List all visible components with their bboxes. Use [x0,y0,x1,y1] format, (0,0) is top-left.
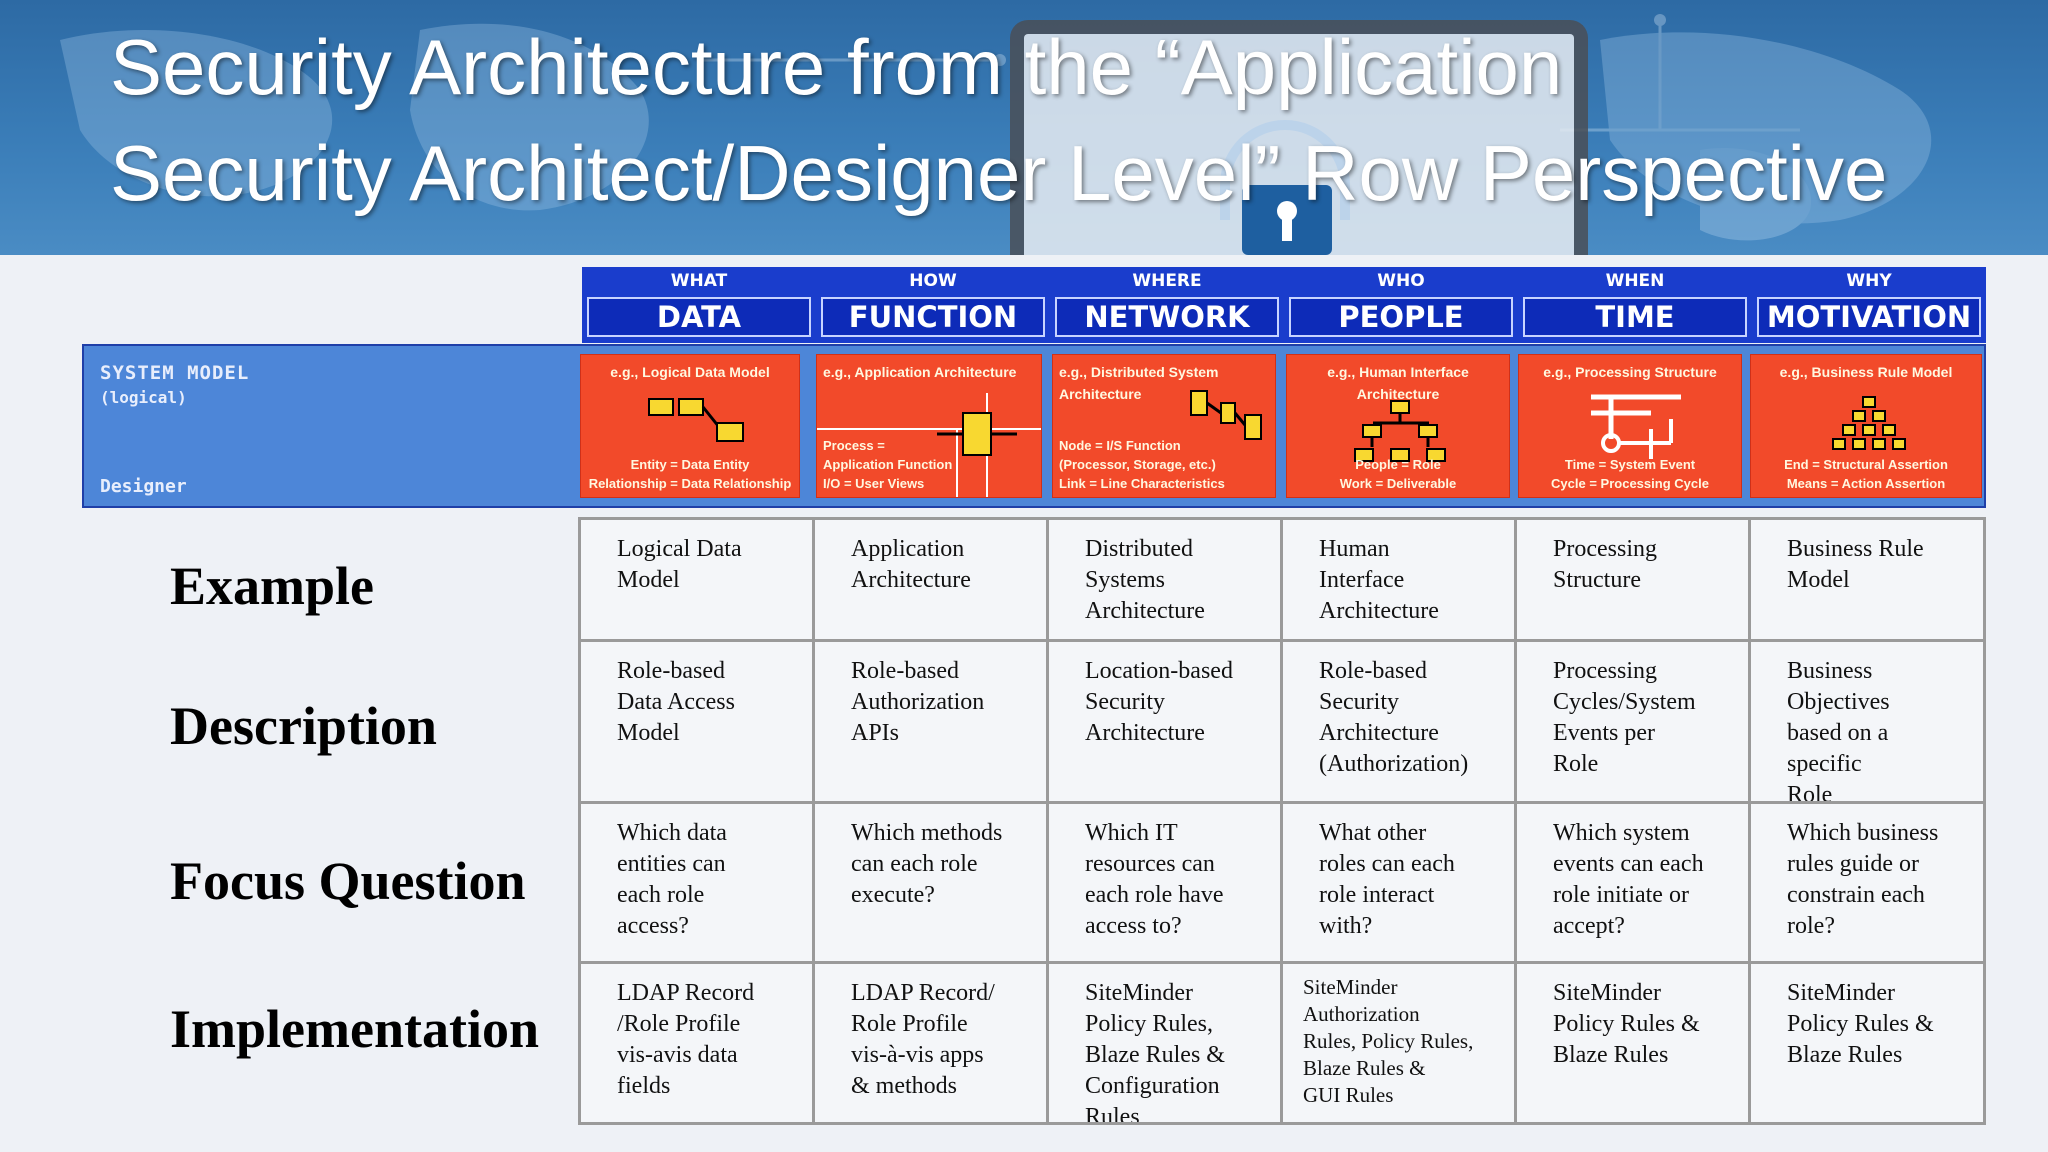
table-cell: Which IT resources can each role have ac… [1049,804,1283,964]
slide-title: Security Architecture from the “Applicat… [110,14,2030,226]
row-label-implementation: Implementation [170,999,539,1059]
zachman-cell-network: e.g., Distributed System Architecture No… [1052,354,1276,498]
architecture-table: Logical Data Model Application Architect… [578,517,1986,1125]
network-nodes-icon [1190,390,1262,440]
row-label-example: Example [170,556,375,616]
cell-definition: Node = I/S Function (Processor, Storage,… [1059,438,1225,491]
title-banner: Security Architecture from the “Applicat… [0,0,2048,255]
cell-example: e.g., Human Interface Architecture [1327,364,1469,402]
table-cell: LDAP Record /Role Profile vis-avis data … [581,964,815,1122]
cell-definition: End = Structural Assertion Means = Actio… [1784,457,1948,491]
table-cell: Processing Structure [1517,520,1751,642]
org-chart-icon [1354,400,1446,462]
table-cell: Application Architecture [815,520,1049,642]
column-question: WHAT [670,271,728,291]
lock-shackle [1220,120,1350,220]
zachman-column-header: WHAT DATA HOW FUNCTION WHERE NETWORK WHO… [582,267,1986,343]
table-cell: Location-based Security Architecture [1049,642,1283,804]
table-cell: Which data entities can each role access… [581,804,815,964]
column-question: WHO [1377,271,1425,291]
slide-title-line-1: Security Architecture from the “Applicat… [110,23,1563,111]
column-header-when: WHEN TIME [1518,267,1752,343]
lock-icon [1242,185,1332,255]
row-title: SYSTEM MODEL [100,362,250,384]
column-header-why: WHY MOTIVATION [1752,267,1986,343]
column-aspect: PEOPLE [1289,297,1513,337]
column-question: WHY [1846,271,1892,291]
cell-definition: Process = Application Function I/O = Use… [823,438,953,491]
cell-example: e.g., Application Architecture [823,364,1017,380]
column-aspect: FUNCTION [821,297,1045,337]
table-cell: Role-based Authorization APIs [815,642,1049,804]
column-header-how: HOW FUNCTION [816,267,1050,343]
zachman-cell-data: e.g., Logical Data Model Entity = Data E… [580,354,800,498]
rule-pyramid-icon [1832,396,1906,450]
column-header-who: WHO PEOPLE [1284,267,1518,343]
cell-example: e.g., Logical Data Model [610,364,770,380]
entity-diagram-icon [648,398,744,442]
cell-example: e.g., Processing Structure [1543,364,1717,380]
table-cell: Human Interface Architecture [1283,520,1517,642]
row-subtitle: (logical) [100,388,187,407]
table-cell: Which business rules guide or constrain … [1751,804,1983,964]
column-question: WHEN [1605,271,1665,291]
table-cell: Processing Cycles/System Events per Role [1517,642,1751,804]
table-cell: Role-based Security Architecture (Author… [1283,642,1517,804]
zachman-cell-people: e.g., Human Interface Architecture Peopl… [1286,354,1510,498]
column-aspect: MOTIVATION [1757,297,1981,337]
table-cell: Which methods can each role execute? [815,804,1049,964]
process-flow-icon [817,393,1041,497]
processing-structure-icon [1591,394,1681,459]
zachman-cell-time: e.g., Processing Structure Time = System… [1518,354,1742,498]
table-cell: LDAP Record/ Role Profile vis-à-vis apps… [815,964,1049,1122]
slide-title-line-2: Security Architect/Designer Level” Row P… [110,129,1888,217]
table-cell: SiteMinder Authorization Rules, Policy R… [1283,964,1517,1122]
table-cell: SiteMinder Policy Rules, Blaze Rules & C… [1049,964,1283,1122]
world-map-background [60,14,1932,241]
zachman-cell-motivation: e.g., Business Rule Model End = Structur… [1750,354,1982,498]
table-cell: Logical Data Model [581,520,815,642]
table-cell: Which system events can each role initia… [1517,804,1751,964]
row-label-description: Description [170,696,437,756]
table-cell: What other roles can each role interact … [1283,804,1517,964]
row-label-focus-question: Focus Question [170,851,526,911]
column-header-where: WHERE NETWORK [1050,267,1284,343]
column-question: HOW [909,271,957,291]
table-cell: Business Objectives based on a specific … [1751,642,1983,804]
table-cell: Business Rule Model [1751,520,1983,642]
table-cell: SiteMinder Policy Rules & Blaze Rules [1787,980,1934,1068]
cell-definition: Entity = Data Entity Relationship = Data… [588,457,792,491]
table-cell: Distributed Systems Architecture [1049,520,1283,642]
cell-example: e.g., Distributed System Architecture [1059,364,1219,402]
table-cell: Role-based Data Access Model [581,642,815,804]
zachman-cell-function: e.g., Application Architecture Process =… [816,354,1042,498]
row-role: Designer [100,476,187,497]
column-aspect: DATA [587,297,811,337]
cell-example: e.g., Business Rule Model [1779,364,1953,380]
cell-definition: Time = System Event Cycle = Processing C… [1551,457,1709,491]
column-aspect: TIME [1523,297,1747,337]
column-header-what: WHAT DATA [582,267,816,343]
cell-definition: People = Role Work = Deliverable [1339,457,1457,491]
table-cell: SiteMinder Policy Rules & Blaze Rules [1517,964,1751,1122]
column-aspect: NETWORK [1055,297,1279,337]
column-question: WHERE [1132,271,1202,291]
